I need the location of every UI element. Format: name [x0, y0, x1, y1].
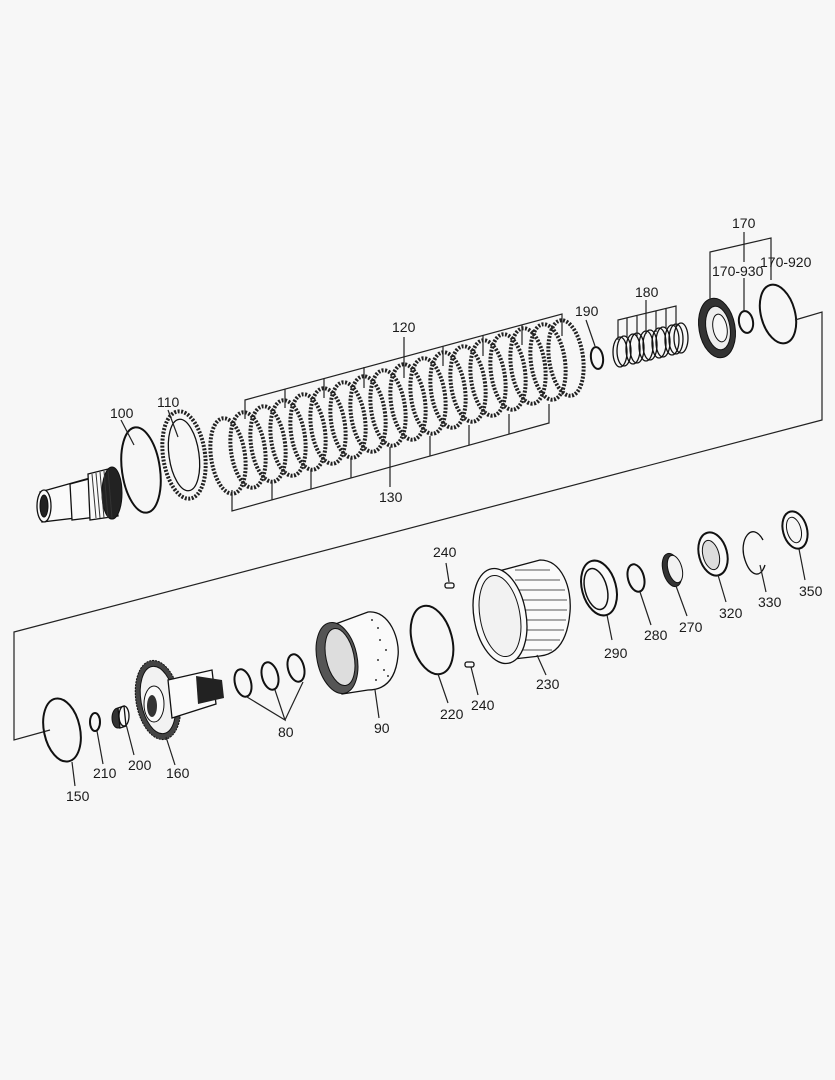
- label-280: 280: [644, 627, 668, 643]
- part-170-930-ring: [737, 310, 755, 334]
- part-190-ring: [589, 346, 605, 370]
- label-170-930: 170-930: [712, 263, 764, 279]
- part-230-outer-drum: [472, 559, 571, 665]
- leader-190: [585, 319, 596, 347]
- part-170-920-ring: [758, 283, 798, 345]
- leader-80-branch: [284, 681, 304, 721]
- part-170-piston: [698, 297, 736, 359]
- part-240-pin-bottom: [464, 661, 475, 668]
- label-90: 90: [374, 720, 390, 736]
- part-320-bearing: [697, 531, 729, 577]
- assembly-connector-line: [13, 311, 823, 741]
- part-280-ring: [626, 563, 646, 593]
- part-240-pin-top: [444, 582, 455, 589]
- label-240-top: 240: [433, 544, 457, 560]
- leader-330: [759, 564, 767, 593]
- part-180-rings: [612, 322, 689, 368]
- part-330-snap-ring: [742, 531, 766, 575]
- label-190: 190: [575, 303, 599, 319]
- label-180: 180: [635, 284, 659, 300]
- leader-210: [96, 730, 104, 765]
- label-160: 160: [166, 765, 190, 781]
- leader-100: [120, 419, 135, 446]
- label-320: 320: [719, 605, 743, 621]
- leader-160: [165, 736, 176, 766]
- leader-120: [244, 313, 563, 419]
- part-80-rings: [233, 653, 306, 698]
- part-100-ring: [120, 426, 162, 514]
- label-290: 290: [604, 645, 628, 661]
- leader-220: [437, 673, 449, 704]
- part-150-ring: [42, 697, 82, 763]
- label-200: 200: [128, 757, 152, 773]
- part-90-drum: [315, 611, 399, 695]
- part-270-bearing: [661, 552, 684, 588]
- leader-290: [606, 614, 613, 641]
- label-230: 230: [536, 676, 560, 692]
- label-350: 350: [799, 583, 823, 599]
- label-80: 80: [278, 724, 294, 740]
- label-150: 150: [66, 788, 90, 804]
- label-100: 100: [110, 405, 134, 421]
- label-130: 130: [379, 489, 403, 505]
- part-290-seal: [580, 559, 618, 617]
- leader-280: [639, 591, 652, 626]
- leader-150: [71, 761, 76, 787]
- label-170-920: 170-920: [760, 254, 812, 270]
- label-270: 270: [679, 619, 703, 635]
- leader-80: [246, 689, 287, 722]
- part-160-gear-shaft: [134, 659, 224, 741]
- leader-320: [717, 574, 727, 603]
- leader-130: [231, 404, 550, 512]
- leader-230: [536, 654, 547, 676]
- label-220: 220: [440, 706, 464, 722]
- leader-180: [617, 300, 677, 340]
- leader-240-top: [445, 562, 450, 583]
- label-110: 110: [157, 394, 180, 410]
- leader-240-bottom: [470, 666, 479, 696]
- leader-90: [374, 689, 380, 719]
- clutch-pack-120-130: [208, 318, 586, 496]
- label-120: 120: [392, 319, 416, 335]
- label-330: 330: [758, 594, 782, 610]
- part-110-plate: [160, 409, 208, 501]
- part-350-seal: [781, 510, 809, 550]
- leader-270: [675, 585, 688, 617]
- leader-110: [167, 409, 179, 438]
- leader-350: [798, 548, 806, 581]
- leader-170: [709, 232, 772, 311]
- input-shaft-part: [36, 466, 123, 523]
- part-220-ring: [409, 604, 455, 676]
- label-240-bottom: 240: [471, 697, 495, 713]
- leader-200: [125, 723, 135, 756]
- label-170: 170: [732, 215, 756, 231]
- label-210: 210: [93, 765, 117, 781]
- part-210-ring: [89, 712, 101, 732]
